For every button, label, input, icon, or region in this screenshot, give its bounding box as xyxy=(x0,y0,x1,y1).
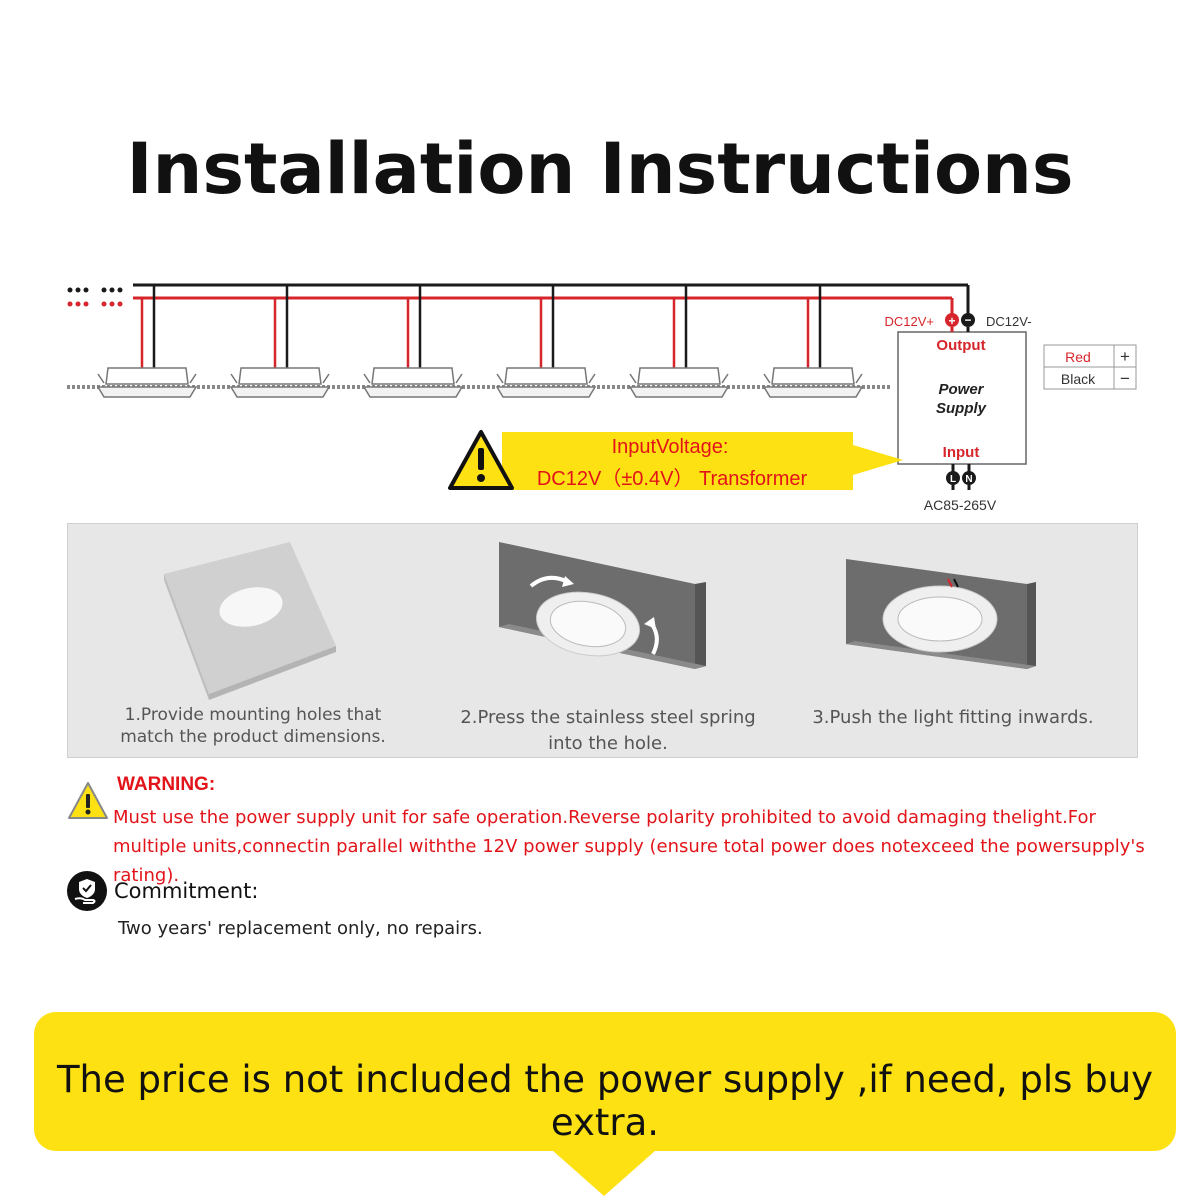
downlight-2 xyxy=(229,285,331,398)
page-title: Installation Instructions xyxy=(126,128,1074,210)
plus-terminal-icon xyxy=(945,313,959,327)
svg-text:−: − xyxy=(964,313,971,327)
downlight-1 xyxy=(96,285,198,398)
svg-text:+: + xyxy=(948,314,955,328)
step3-caption: 3.Push the light fitting inwards. xyxy=(812,707,1094,728)
input-voltage-callout: InputVoltage: DC12V（±0.4V） Transformer xyxy=(502,432,903,490)
steps-illustration xyxy=(164,542,1036,700)
warning-title: WARNING: xyxy=(117,774,216,795)
legend-red-label: Red xyxy=(1065,349,1091,365)
warning-text: Must use the power supply unit for safe … xyxy=(113,807,1145,886)
wiring-diagram: Output Power Supply Input + − DC12V+ DC1… xyxy=(67,283,1137,513)
shield-hand-icon xyxy=(67,871,107,911)
legend-black-label: Black xyxy=(1061,371,1096,387)
downlight-4 xyxy=(495,285,597,398)
n-label: N xyxy=(965,474,972,485)
live-terminal-icon xyxy=(946,471,960,485)
warning-triangle-icon xyxy=(68,782,108,819)
supply-label: Supply xyxy=(936,400,987,417)
power-label: Power xyxy=(938,381,984,398)
input-label: Input xyxy=(943,444,980,461)
commitment-title: Commitment: xyxy=(114,879,259,903)
neutral-terminal-icon xyxy=(962,471,976,485)
power-supply-box: Output Power Supply Input xyxy=(897,331,1027,465)
downlights-row xyxy=(96,285,864,398)
wire-color-legend: Red Black + − xyxy=(1043,344,1137,390)
downlight-6 xyxy=(762,285,864,398)
notice-arrow xyxy=(552,1150,656,1196)
l-label: L xyxy=(950,474,956,485)
installation-steps-panel: 1.Provide mounting holes that match the … xyxy=(67,523,1138,758)
caution-triangle-icon xyxy=(448,430,514,490)
minus-terminal-icon xyxy=(961,313,975,327)
wire-continuation-dots xyxy=(67,287,123,307)
input-voltage-line2: DC12V（±0.4V） Transformer xyxy=(537,467,808,490)
downlight-3 xyxy=(362,285,464,398)
ac-voltage-label: AC85-265V xyxy=(924,497,997,513)
step1-caption: 1.Provide mounting holes that match the … xyxy=(120,705,386,747)
downlight-5 xyxy=(628,285,730,398)
output-label: Output xyxy=(936,337,985,354)
step3-push-fitting-illustration xyxy=(846,559,1036,669)
legend-minus-sign: − xyxy=(1120,369,1130,388)
price-notice-banner xyxy=(34,1012,1176,1151)
step2-press-spring-illustration xyxy=(499,542,706,669)
legend-plus-sign: + xyxy=(1120,347,1130,366)
dc-plus-label: DC12V+ xyxy=(885,314,935,329)
step1-plate-illustration xyxy=(164,542,336,700)
commitment-text: Two years' replacement only, no repairs. xyxy=(118,918,483,939)
input-voltage-line1: InputVoltage: xyxy=(612,436,729,458)
dc-minus-label: DC12V- xyxy=(986,314,1032,329)
price-notice-text: The price is not included the power supp… xyxy=(56,1058,1154,1144)
step2-caption: 2.Press the stainless steel spring into … xyxy=(460,707,756,754)
